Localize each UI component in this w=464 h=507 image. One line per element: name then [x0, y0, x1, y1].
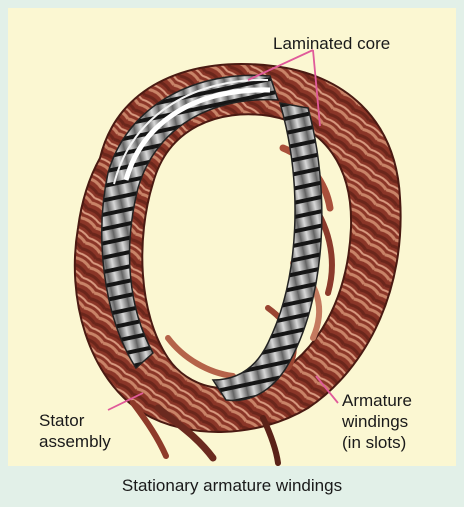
armature-label-line-3: (in slots) [342, 432, 412, 453]
figure-caption: Stationary armature windings [0, 468, 464, 503]
illustration-panel: Laminated core Stator assembly Armature … [8, 8, 456, 466]
armature-label-line-1: Armature [342, 390, 412, 411]
stator-assembly-label: Stator assembly [39, 410, 111, 452]
armature-windings-label: Armature windings (in slots) [342, 390, 412, 453]
armature-label-line-2: windings [342, 411, 412, 432]
stator-label-line-1: Stator [39, 410, 111, 431]
stator-label-line-2: assembly [39, 431, 111, 452]
laminated-core-label: Laminated core [273, 33, 390, 54]
